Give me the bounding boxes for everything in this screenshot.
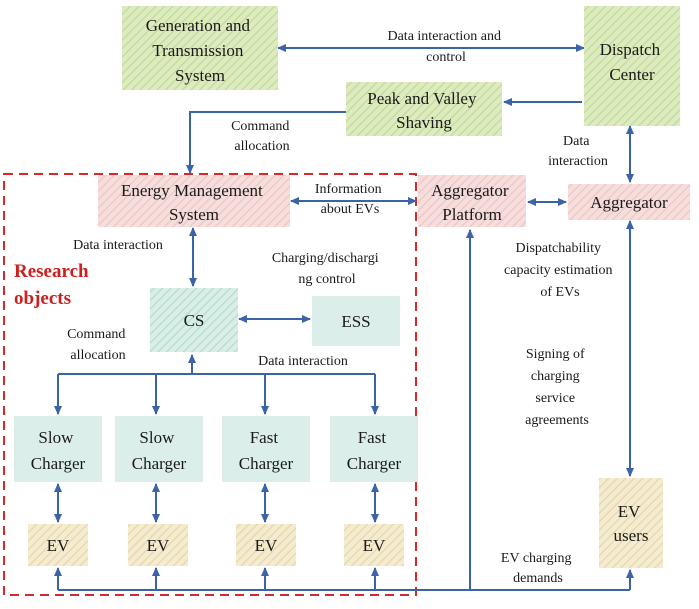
- node-ess: ESS: [312, 296, 400, 346]
- node-ev-2: EV: [128, 524, 188, 566]
- svg-text:Slow Charger: Slow Charger: [132, 428, 187, 473]
- node-label-line: System: [175, 66, 225, 85]
- node-label-line: Aggregator: [431, 181, 509, 200]
- node-charger-4: Fast Charger: [330, 416, 418, 482]
- node-charger-2: Slow Charger: [115, 416, 203, 482]
- node-label-line: Platform: [442, 205, 502, 224]
- svg-text:Generation and Transmiss: Generation and Transmission System: [146, 16, 255, 85]
- node-label-line: EV: [363, 536, 386, 555]
- node-aggregator: Aggregator: [568, 184, 690, 220]
- svg-text:Fast Charger: Fast Charger: [347, 428, 402, 473]
- node-label-line: Transmission: [152, 41, 244, 60]
- node-peak-valley: Peak and Valley Shaving: [346, 82, 502, 136]
- node-label-line: Charger: [31, 454, 86, 473]
- label-command-allocation-cs: Command allocation: [67, 327, 129, 363]
- label-dispatchability: Dispatchability capacity estimation of E…: [504, 241, 616, 300]
- node-aggregator-platform: Aggregator Platform: [418, 175, 526, 227]
- label-data-interaction-chargers: Data interaction: [258, 354, 348, 369]
- node-dispatch-center: Dispatch Center: [584, 6, 680, 126]
- svg-text:EV: EV: [47, 536, 70, 555]
- label-data-interaction-dispatch: Data interaction: [548, 134, 608, 169]
- node-label-line: Shaving: [396, 113, 452, 132]
- node-ev-1: EV: [28, 524, 88, 566]
- node-ev-3: EV: [236, 524, 296, 566]
- node-ev-users: EV users: [599, 478, 663, 568]
- svg-text:EV: EV: [255, 536, 278, 555]
- svg-text:Aggregator: Aggregator: [590, 193, 668, 212]
- svg-text:Slow Charger: Slow Charger: [31, 428, 86, 473]
- node-label-line: Slow: [38, 428, 74, 447]
- label-charging-discharging-control: Charging/dischargi ng control: [272, 251, 382, 287]
- node-ev-4: EV: [344, 524, 404, 566]
- svg-text:Fast Charger: Fast Charger: [239, 428, 294, 473]
- node-label-line: users: [614, 526, 649, 545]
- edge-peak-ems: [186, 111, 348, 174]
- svg-text:EV: EV: [363, 536, 386, 555]
- edges: [54, 44, 634, 591]
- svg-text:CS: CS: [184, 311, 205, 330]
- node-label-line: Fast: [358, 428, 387, 447]
- node-label-line: Aggregator: [590, 193, 668, 212]
- node-label-line: Charger: [239, 454, 294, 473]
- node-charger-3: Fast Charger: [222, 416, 310, 482]
- node-label-line: Peak and Valley: [367, 89, 477, 108]
- label-signing-agreements: Signing of charging service agreements: [525, 347, 589, 428]
- node-label-line: Charger: [132, 454, 187, 473]
- node-generation: Generation and Transmission System: [122, 6, 278, 90]
- node-label-line: ESS: [341, 312, 370, 331]
- node-label-line: Center: [609, 65, 655, 84]
- svg-text:EV users: EV users: [614, 502, 649, 545]
- label-data-interaction-ems: Data interaction: [73, 238, 163, 253]
- svg-text:Dispatch Center: Dispatch Center: [600, 40, 665, 84]
- node-label-line: EV: [618, 502, 641, 521]
- node-label-line: EV: [255, 536, 278, 555]
- node-label-line: EV: [147, 536, 170, 555]
- svg-text:EV: EV: [147, 536, 170, 555]
- node-energy-management-system: Energy Management System: [98, 175, 290, 227]
- node-charger-1: Slow Charger: [14, 416, 102, 482]
- node-label-line: Energy Management: [121, 181, 263, 200]
- label-ev-charging-demands: EV charging demands: [501, 551, 575, 586]
- svg-text:Energy Management System: Energy Management System: [121, 181, 267, 224]
- node-label-line: Slow: [139, 428, 175, 447]
- node-cs: CS: [150, 288, 238, 352]
- svg-text:Peak and Valley Shaving: Peak and Valley Shaving: [367, 89, 480, 132]
- node-label-line: Fast: [250, 428, 279, 447]
- node-label-line: EV: [47, 536, 70, 555]
- node-label-line: CS: [184, 311, 205, 330]
- label-data-interaction-control: Data interaction and control: [387, 29, 504, 65]
- label-command-allocation-top: Command allocation: [231, 119, 293, 154]
- node-label-line: Charger: [347, 454, 402, 473]
- node-label-line: Dispatch: [600, 40, 661, 59]
- node-label-line: System: [169, 205, 219, 224]
- research-objects-boundary: [3, 173, 417, 596]
- svg-text:Aggregator Platform: Aggregator Platform: [431, 181, 513, 224]
- label-research-objects: Research objects: [14, 261, 93, 309]
- label-information-about-evs: Information about EVs: [315, 182, 385, 217]
- svg-text:ESS: ESS: [341, 312, 370, 331]
- node-label-line: Generation and: [146, 16, 251, 35]
